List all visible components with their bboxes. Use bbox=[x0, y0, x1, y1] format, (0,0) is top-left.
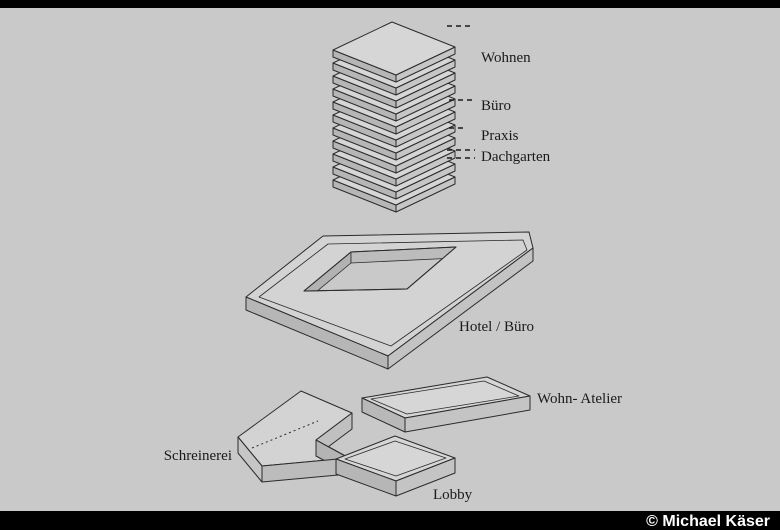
tower-label-wohnen: Wohnen bbox=[481, 50, 531, 66]
lobby-front-right-face bbox=[395, 457, 456, 497]
plate-inset-outline bbox=[258, 239, 528, 347]
block-lobby bbox=[335, 435, 456, 497]
atelier-front-right-face bbox=[404, 395, 531, 433]
bottom-frame-bar bbox=[0, 511, 780, 530]
top-frame-bar bbox=[0, 0, 780, 8]
tower-leader-dashes bbox=[447, 25, 475, 159]
plate-label-hotel-buero: Hotel / Büro bbox=[459, 319, 534, 335]
tower-stack bbox=[332, 21, 456, 213]
lobby-label: Lobby bbox=[433, 487, 473, 503]
schreinerei-label: Schreinerei bbox=[164, 448, 232, 464]
block-schreinerei bbox=[237, 390, 353, 483]
tower-label-dachgarten: Dachgarten bbox=[481, 149, 551, 165]
tower-label-praxis: Praxis bbox=[481, 128, 519, 144]
schreinerei-side-face-left bbox=[237, 436, 263, 483]
atelier-inset-outline bbox=[370, 380, 520, 415]
schreinerei-hidden-edge bbox=[251, 420, 319, 449]
block-wohn-atelier bbox=[361, 376, 531, 433]
credit-text: © Michael Käser bbox=[646, 513, 770, 530]
plate-front-right-face bbox=[387, 247, 534, 370]
courtyard-opening-outline bbox=[303, 246, 457, 292]
lobby-inset-outline bbox=[344, 440, 447, 477]
plate-hotel-buero bbox=[245, 231, 534, 370]
tower-label-buero: Büro bbox=[481, 98, 511, 114]
atelier-label: Wohn- Atelier bbox=[537, 391, 622, 407]
